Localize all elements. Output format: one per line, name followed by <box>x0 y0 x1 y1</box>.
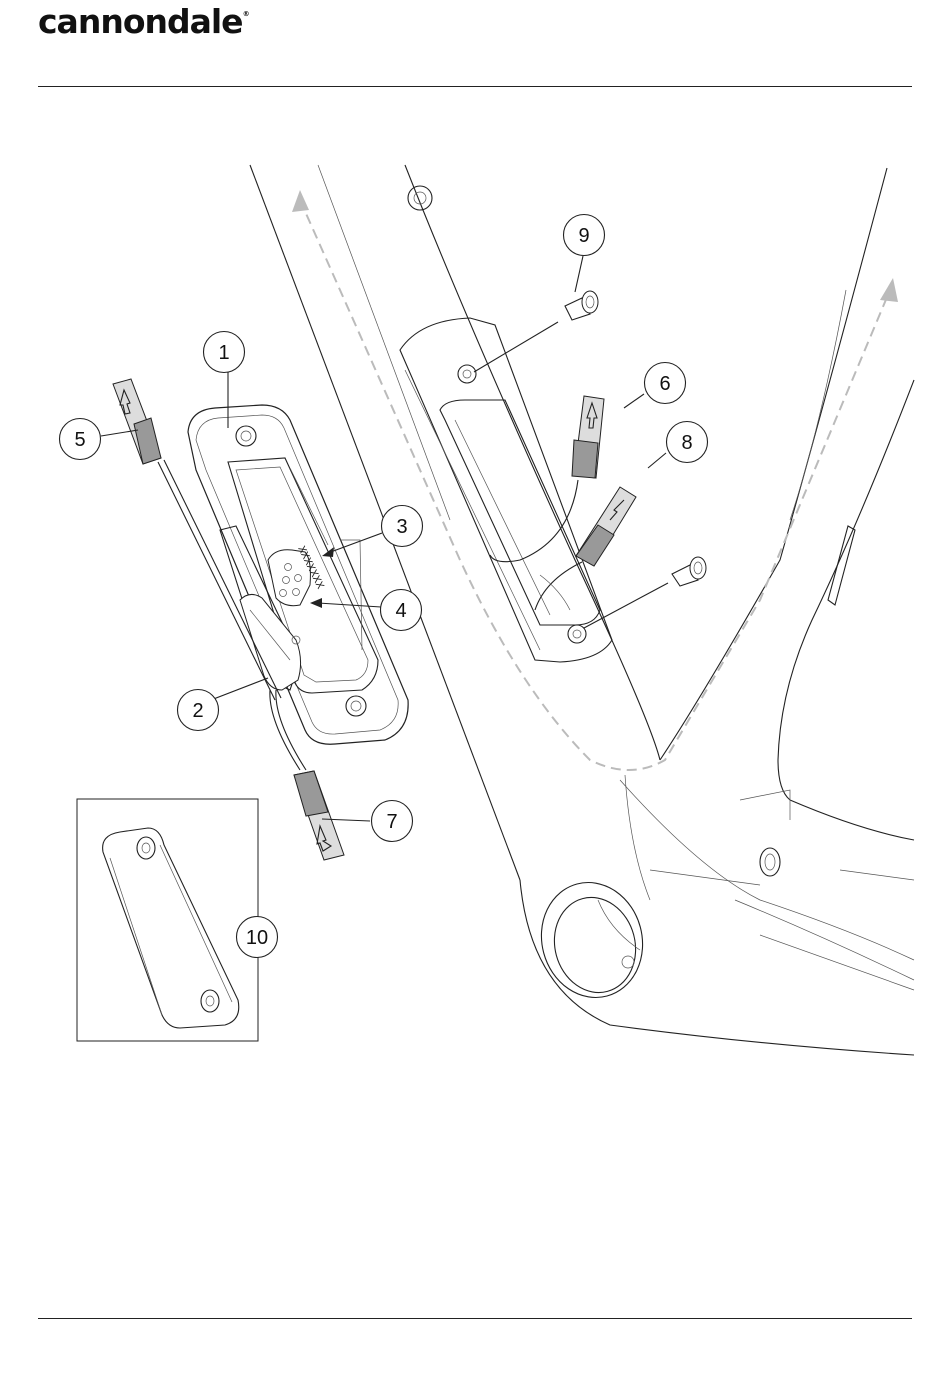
callout-5: 5 <box>60 419 101 460</box>
connector-8 <box>576 487 636 566</box>
callout-3: 3 <box>382 506 423 547</box>
callout-4: 4 <box>381 590 422 631</box>
cable-route-arrow-icon <box>292 190 309 212</box>
bottom-bracket-shell <box>529 871 656 1009</box>
screw-9-lower-icon <box>672 557 706 586</box>
svg-text:10: 10 <box>246 927 268 949</box>
screw-9-upper-icon <box>565 291 598 320</box>
callout-8: 8 <box>667 422 708 463</box>
port-cover-assembly: XXXXXXX <box>188 405 408 744</box>
svg-text:7: 7 <box>386 811 397 833</box>
svg-text:9: 9 <box>578 225 589 247</box>
top-bolt-icon <box>408 186 432 210</box>
svg-text:5: 5 <box>74 429 85 451</box>
cover-plate-inset <box>77 799 258 1041</box>
svg-text:4: 4 <box>395 600 406 622</box>
callout-6: 6 <box>645 363 686 404</box>
svg-text:6: 6 <box>659 373 670 395</box>
frame-port-opening <box>400 318 612 662</box>
callout-10: 10 <box>237 917 278 958</box>
svg-text:8: 8 <box>681 432 692 454</box>
svg-text:1: 1 <box>218 342 229 364</box>
callout-7: 7 <box>372 801 413 842</box>
frame-bolt-icon <box>760 848 780 876</box>
svg-text:3: 3 <box>396 516 407 538</box>
svg-text:2: 2 <box>192 700 203 722</box>
callout-1: 1 <box>204 332 245 373</box>
cable-route-arrow-icon-2 <box>880 278 898 302</box>
callout-2: 2 <box>178 690 219 731</box>
connector-6 <box>572 396 604 478</box>
callout-9: 9 <box>564 215 605 256</box>
